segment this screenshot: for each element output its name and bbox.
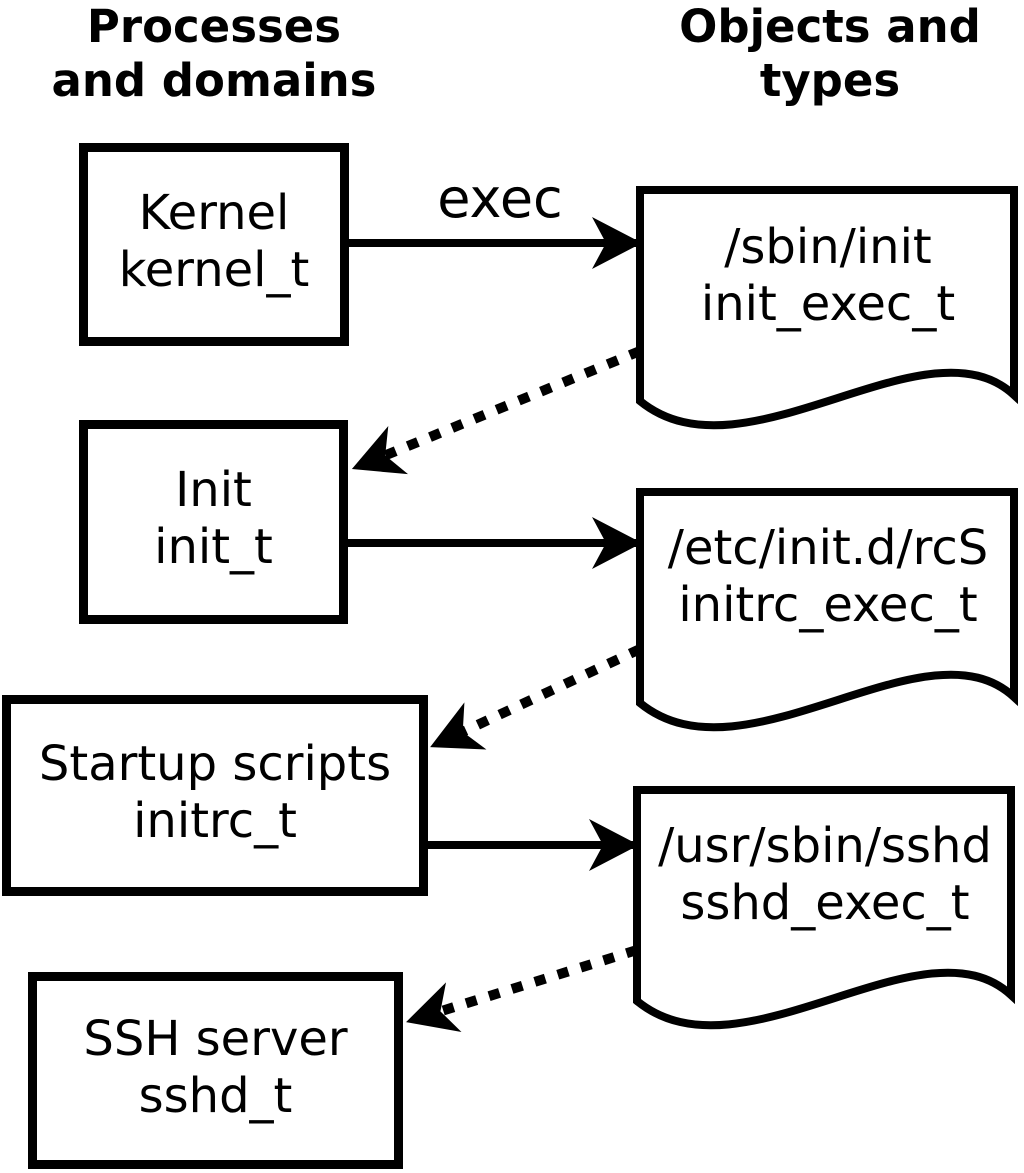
transition-arrow-sbin-init-to-init: [351, 346, 642, 475]
document-outline: [636, 488, 1018, 732]
process-label: Kernel: [138, 184, 290, 241]
document-outline: [633, 786, 1015, 1030]
process-type: kernel_t: [118, 241, 310, 298]
process-type: sshd_t: [138, 1067, 293, 1124]
column-header-line: types: [759, 54, 901, 107]
node-kernel: Kernel kernel_t: [79, 143, 349, 346]
document-outline: [636, 186, 1018, 430]
object-path: /usr/sbin/sshd: [658, 818, 992, 874]
object-path: /sbin/init: [724, 219, 932, 275]
column-header-line: Objects and: [679, 0, 981, 53]
process-type: initrc_t: [133, 792, 297, 849]
document-shape-etc-initd-rcs: [636, 488, 1018, 732]
column-header-line: Processes: [86, 0, 342, 53]
document-shape-usr-sbin-sshd: [633, 786, 1015, 1030]
process-label: Init: [175, 462, 252, 518]
node-sbin-init-text: /sbin/init init_exec_t: [641, 219, 1015, 333]
column-header-processes-and-domains: Processes and domains: [0, 0, 428, 108]
object-path: /etc/init.d/rcS: [667, 520, 989, 576]
node-init: Init init_t: [79, 420, 348, 624]
exec-edge-label: exec: [437, 167, 563, 230]
object-type: sshd_exec_t: [680, 875, 970, 931]
node-ssh-server: SSH server sshd_t: [28, 972, 403, 1169]
transition-arrow-etc-initd-rcs-to-startup-scripts: [430, 644, 643, 750]
process-type: init_t: [154, 519, 273, 575]
process-label: Startup scripts: [38, 735, 392, 792]
column-header-line: and domains: [51, 54, 377, 107]
object-type: init_exec_t: [700, 276, 956, 332]
column-header-objects-and-types: Objects and types: [638, 0, 1022, 108]
object-type: initrc_exec_t: [678, 577, 978, 633]
transition-arrow-usr-sbin-sshd-to-ssh-server: [406, 945, 639, 1032]
document-shape-sbin-init: [636, 186, 1018, 430]
node-etc-initd-rcs-text: /etc/init.d/rcS initrc_exec_t: [641, 520, 1015, 634]
node-usr-sbin-sshd-text: /usr/sbin/sshd sshd_exec_t: [638, 818, 1012, 932]
process-label: SSH server: [83, 1010, 348, 1067]
node-startup-scripts: Startup scripts initrc_t: [2, 695, 428, 896]
